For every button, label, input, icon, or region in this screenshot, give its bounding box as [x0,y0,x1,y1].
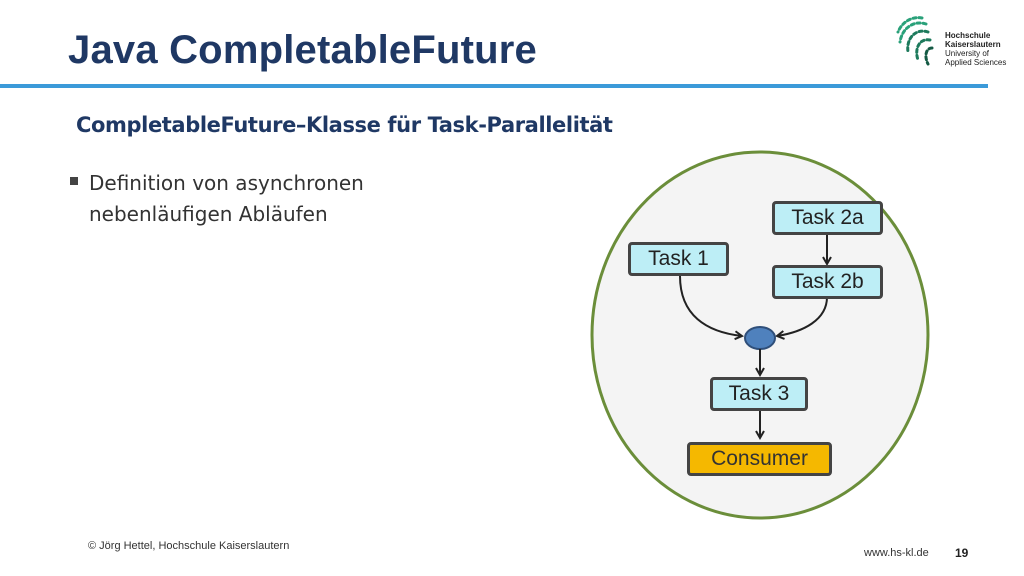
footer-url: www.hs-kl.de [864,547,929,559]
bullet-item: Definition von asynchronen nebenläufigen… [70,168,409,230]
logo-name-line1: Hochschule [945,31,991,40]
arrow-task2b-to-join [777,296,828,336]
join-node [744,326,776,350]
task-2b-node: Task 2b [772,265,883,299]
title-divider [0,84,988,88]
bullet-text: Definition von asynchronen nebenläufigen… [89,171,364,226]
task-3-node: Task 3 [710,377,808,411]
arrow-task1-to-join [679,275,742,336]
university-logo [886,10,996,74]
logo-mark-icon [896,16,934,66]
logo-name-line2: Kaiserslautern [945,40,1001,49]
slide-title: Java CompletableFuture [68,28,537,72]
slide-subtitle: CompletableFuture–Klasse für Task-Parall… [76,113,613,137]
bullet-square-icon [70,177,78,185]
logo-tagline2: Applied Sciences [945,58,1007,67]
footer-copyright: © Jörg Hettel, Hochschule Kaiserslautern [88,540,290,552]
task-1-node: Task 1 [628,242,729,276]
task-flow-diagram: Task 2a Task 1 Task 2b Task 3 Consumer [588,150,938,524]
consumer-node: Consumer [687,442,832,476]
logo-tagline1: University of [945,49,990,58]
logo-wordmark: Hochschule Kaiserslautern University of … [945,31,1006,67]
task-2a-node: Task 2a [772,201,883,235]
page-number: 19 [955,546,969,560]
